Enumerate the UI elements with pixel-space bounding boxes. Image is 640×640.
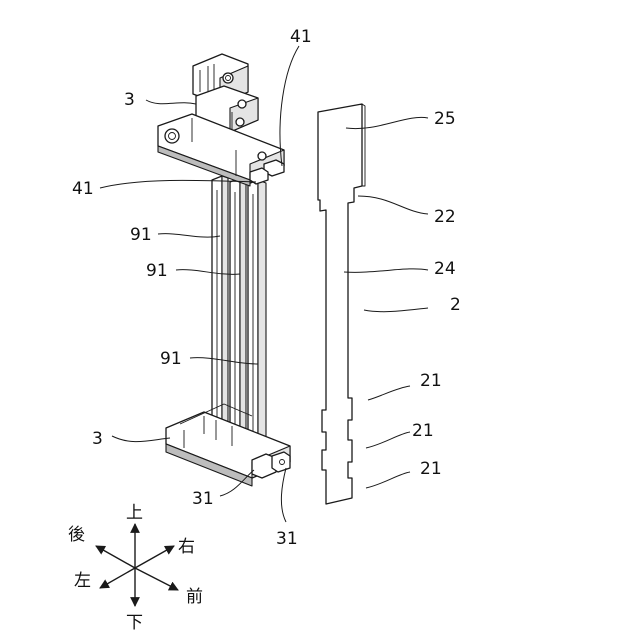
label-bar-1: 91: [130, 225, 152, 245]
label-strip-step-3: 21: [420, 459, 442, 479]
vertical-bars: [212, 176, 266, 456]
arrow-right: [135, 546, 174, 568]
label-bar-2: 91: [146, 261, 168, 281]
upper-bracket: [158, 54, 284, 186]
flat-strip: [318, 104, 365, 504]
label-strip-step-1: 21: [420, 371, 442, 391]
direction-back-label: 後: [68, 525, 85, 545]
direction-down-label: 下: [126, 613, 143, 633]
direction-up-label: 上: [126, 503, 143, 523]
direction-left-label: 左: [74, 571, 91, 591]
label-frame-mid-mark: 41: [72, 179, 94, 199]
label-strip-whole: 2: [450, 295, 461, 315]
label-bar-3: 91: [160, 349, 182, 369]
label-frame-upper-mark: 41: [290, 27, 312, 47]
label-bracket-1: 31: [192, 489, 214, 509]
arrow-left: [100, 568, 135, 588]
direction-front-label: 前: [186, 587, 203, 607]
arrow-back: [96, 546, 135, 568]
label-frame-upper-left: 3: [124, 90, 135, 110]
label-strip-notch: 22: [434, 207, 456, 227]
label-bracket-2: 31: [276, 529, 298, 549]
label-strip-head: 25: [434, 109, 456, 129]
arrow-front: [135, 568, 178, 590]
label-strip-body: 24: [434, 259, 456, 279]
direction-compass: 上 下 後 右 左 前: [68, 503, 203, 633]
direction-right-label: 右: [178, 537, 195, 557]
label-frame-lower-left: 3: [92, 429, 103, 449]
label-strip-step-2: 21: [412, 421, 434, 441]
